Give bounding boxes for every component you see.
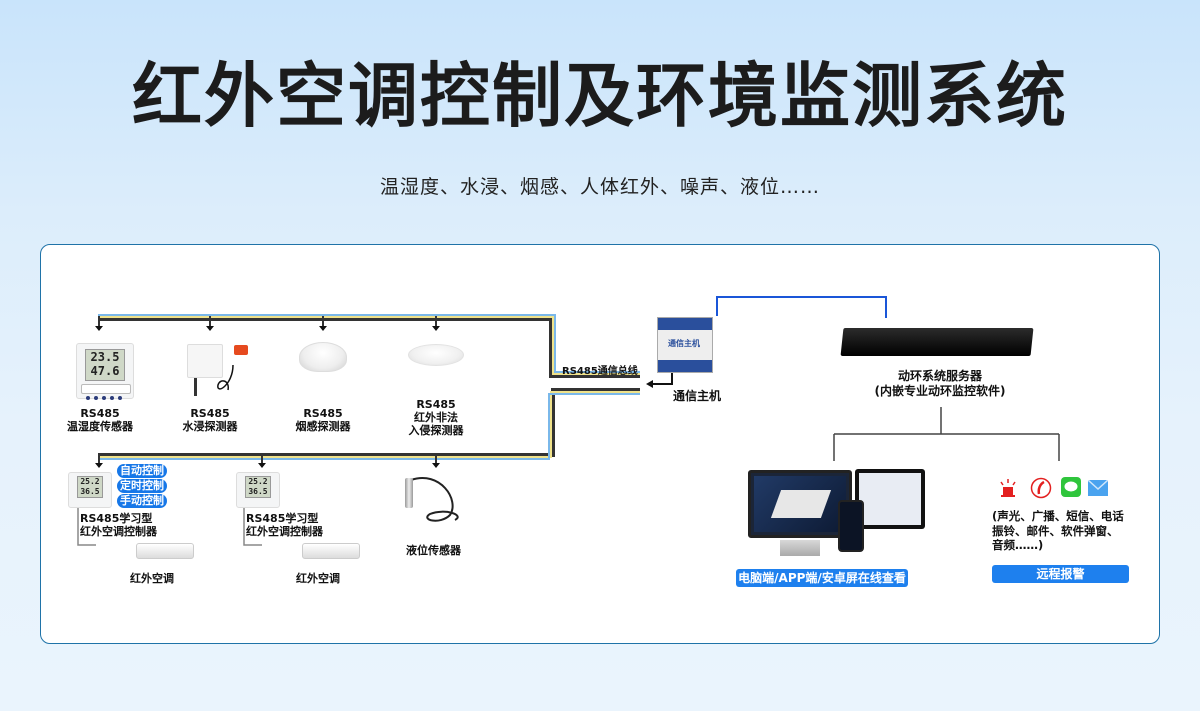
sensor-display: 23.5 47.6	[85, 349, 125, 381]
sms-icon	[1061, 477, 1081, 497]
sensor-keypad	[81, 384, 131, 400]
sensor-label-temp-humidity: RS485 温湿度传感器	[67, 407, 133, 433]
smoke-detector	[299, 342, 347, 372]
ir-controller-2: 25.2 36.5	[236, 472, 280, 508]
diagram-panel	[40, 244, 1160, 644]
server-device	[840, 328, 1034, 356]
mode-auto-control: 自动控制	[117, 464, 167, 478]
online-view-button[interactable]: 电脑端/APP端/安卓屏在线查看	[736, 569, 908, 587]
mail-icon	[1087, 479, 1109, 500]
leak-electrode	[194, 378, 197, 396]
leak-probe	[234, 345, 248, 355]
water-leak-detector	[187, 344, 223, 378]
controller-label-1: RS485学习型 红外空调控制器	[80, 512, 157, 538]
android-tablet	[855, 469, 925, 529]
phone-icon	[1030, 477, 1052, 499]
sensor-label-water-leak: RS485 水浸探测器	[182, 407, 238, 433]
air-conditioner-2	[302, 543, 360, 559]
monitor-stand	[780, 540, 820, 556]
server-label: 动环系统服务器 (内嵌专业动环监控软件)	[874, 369, 1006, 398]
page-subtitle: 温湿度、水浸、烟感、人体红外、噪声、液位……	[379, 176, 820, 198]
alarm-light-icon	[998, 478, 1018, 498]
gateway-logo: 通信主机	[668, 339, 700, 348]
liquid-level-sensor	[405, 478, 413, 508]
air-conditioner-1	[136, 543, 194, 559]
mode-manual-control: 手动控制	[117, 494, 167, 508]
sensor-label-smoke: RS485 烟感探测器	[295, 407, 351, 433]
bus-label: RS485通信总线	[562, 366, 638, 377]
mode-timer-control: 定时控制	[117, 479, 167, 493]
page-title: 红外空调控制及环境监测系统	[132, 55, 1068, 137]
alarm-methods: (声光、广播、短信、电话 振铃、邮件、软件弹窗、 音频……)	[992, 509, 1124, 552]
gateway-device: 通信主机	[657, 317, 713, 373]
pc-monitor	[748, 470, 852, 538]
ir-controller-1: 25.2 36.5	[68, 472, 112, 508]
ac-label-2: 红外空调	[296, 572, 340, 585]
mobile-phone	[838, 500, 864, 552]
controller-label-2: RS485学习型 红外空调控制器	[246, 512, 323, 538]
remote-alarm-button[interactable]: 远程报警	[992, 565, 1129, 583]
level-sensor-label: 液位传感器	[406, 544, 461, 557]
ac-label-1: 红外空调	[130, 572, 174, 585]
sensor-label-pir: RS485 红外非法 入侵探测器	[408, 398, 464, 437]
gateway-label: 通信主机	[673, 389, 722, 403]
pir-intrusion-detector	[408, 344, 464, 366]
temp-humidity-sensor: 23.5 47.6	[76, 343, 134, 400]
